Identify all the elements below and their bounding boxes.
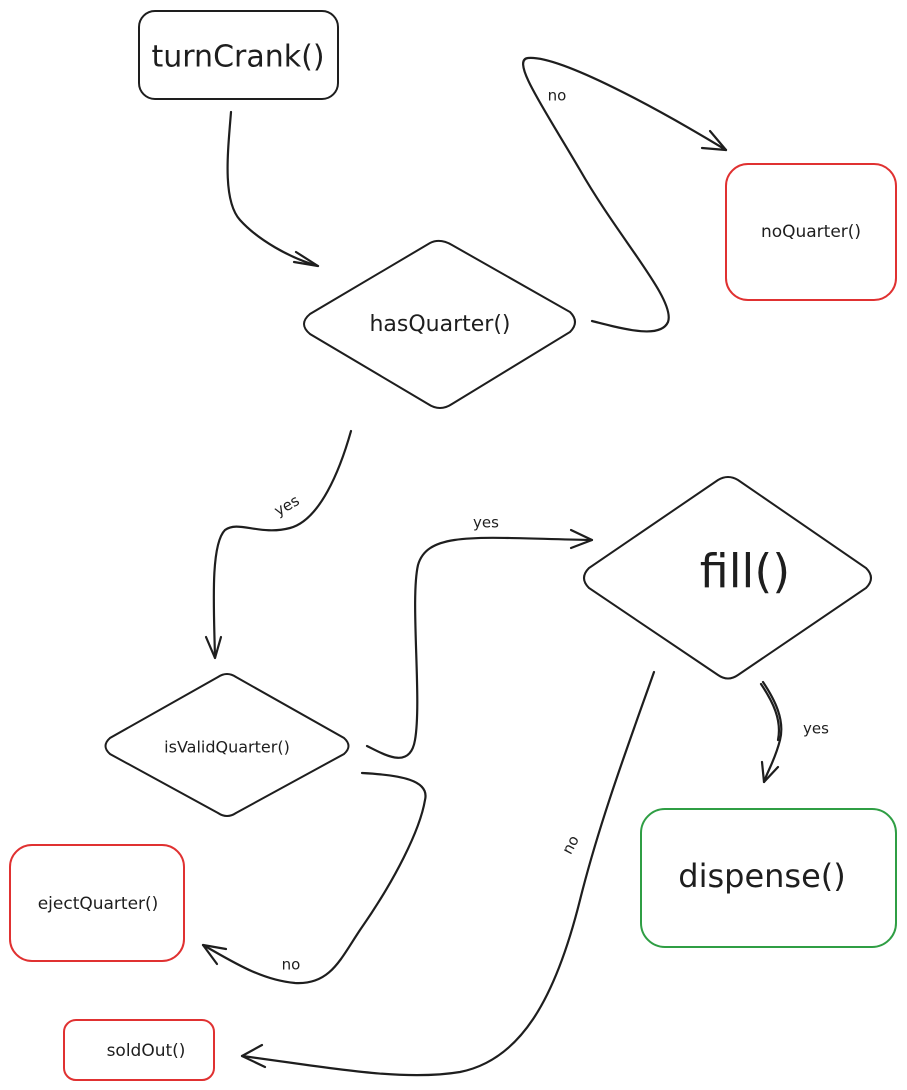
edge-hasquarter-to-noquarter: no (522, 56, 728, 333)
node-label: soldOut() (107, 1041, 186, 1061)
edge-label-yes-dispense: yes (803, 720, 829, 738)
node-label: dispense() (678, 857, 845, 895)
node-turncrank[interactable]: turnCrank() (138, 10, 339, 100)
node-label: turnCrank() (151, 40, 324, 75)
node-label: fill() (700, 545, 790, 599)
node-label: ejectQuarter() (38, 894, 159, 914)
node-label: isValidQuarter() (164, 738, 290, 757)
edge-label-no-eject: no (282, 956, 301, 974)
edge-fill-to-dispense: yes (759, 680, 829, 784)
edge-label-no-noquarter: no (548, 87, 567, 105)
node-noquarter[interactable]: noQuarter() (725, 163, 897, 301)
node-label: noQuarter() (761, 222, 861, 242)
node-hasquarter[interactable]: hasQuarter() (303, 239, 576, 409)
edge-isvalidquarter-to-fill: yes (365, 514, 594, 759)
node-dispense[interactable]: dispense() (640, 808, 897, 948)
edge-label-yes-fill: yes (473, 514, 499, 532)
edge-label-no-soldout: no (558, 832, 583, 857)
edge-turncrank-to-hasquarter (226, 110, 320, 268)
node-soldout[interactable]: soldOut() (63, 1019, 215, 1081)
node-fill[interactable]: fill() (583, 476, 872, 680)
edge-isvalidquarter-to-ejectquarter: no (201, 771, 427, 985)
edge-hasquarter-to-isvalidquarter: yes (204, 429, 353, 660)
node-ejectquarter[interactable]: ejectQuarter() (9, 844, 185, 962)
node-label: hasQuarter() (369, 312, 510, 337)
edge-label-yes-isvalid: yes (271, 491, 303, 520)
node-isvalidquarter[interactable]: isValidQuarter() (104, 673, 350, 817)
